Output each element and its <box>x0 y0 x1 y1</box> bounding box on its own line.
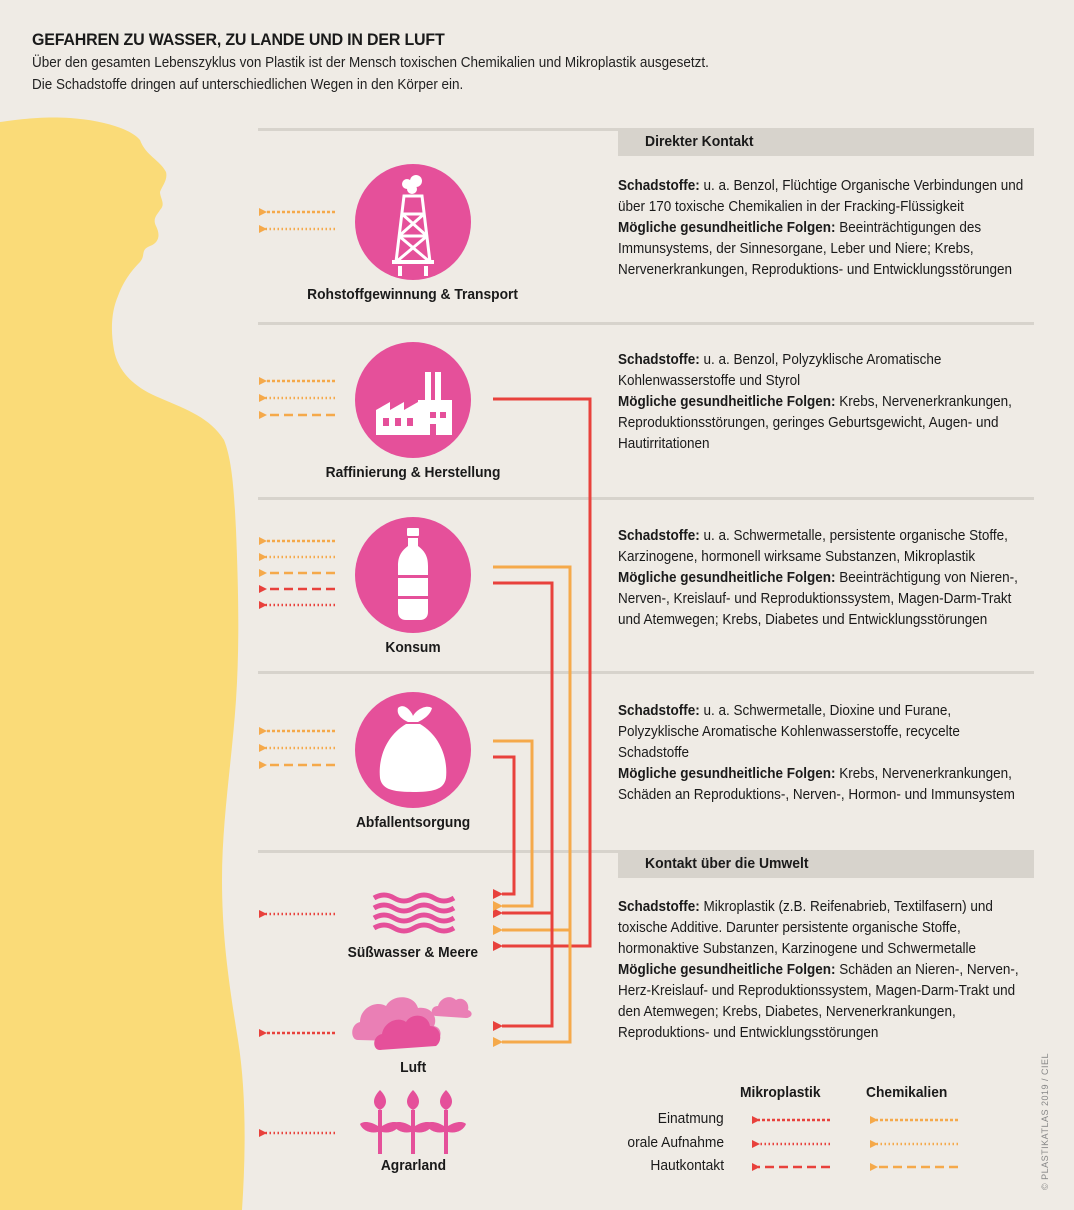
stage-label-extraction: Rohstoffgewinnung & Transport <box>307 286 519 303</box>
environment-connectors <box>493 397 592 1047</box>
subtitle-line-1: Über den gesamten Lebenszyklus von Plast… <box>32 55 709 71</box>
factory-icon <box>376 372 452 435</box>
clouds-icon <box>352 997 472 1050</box>
legend-header-chemicals: Chemikalien <box>866 1084 948 1101</box>
stage-circle <box>355 342 471 458</box>
subtitle-line-2: Die Schadstoffe dringen auf unterschiedl… <box>32 77 464 93</box>
section-header-direct: Direkter Kontakt <box>618 128 1034 156</box>
stage-label-refining: Raffinierung & Herstellung <box>325 464 501 481</box>
legend-row-oral: orale Aufnahme <box>627 1134 724 1151</box>
connector-chemicals <box>493 739 534 911</box>
exposure-arrows <box>259 208 335 1137</box>
trash-bag-icon <box>379 706 447 792</box>
divider-rule <box>258 671 1034 674</box>
plants-icon <box>360 1090 466 1154</box>
legend-row-inhalation: Einatmung <box>658 1110 724 1127</box>
human-figure-shape <box>0 117 245 1210</box>
divider-rule <box>258 497 1034 500</box>
info-block-extraction: Schadstoffe: u. a. Benzol, Flüchtige Org… <box>618 177 1024 278</box>
stage-label-farmland: Agrarland <box>380 1157 446 1174</box>
copyright-note: © PLASTIKATLAS 2019 / CIEL <box>1040 1052 1050 1190</box>
section-header-environment: Kontakt über die Umwelt <box>618 850 1034 878</box>
divider-rule <box>258 322 1034 325</box>
stage-label-waste: Abfallentsorgung <box>355 814 471 831</box>
connector-microplastic <box>493 397 592 951</box>
oil-rig-icon <box>392 175 434 276</box>
connector-chemicals <box>493 565 572 935</box>
legend-lines <box>752 1116 958 1171</box>
info-block-environment: Schadstoffe: Mikroplastik (z.B. Reifenab… <box>618 898 1019 1041</box>
page-title: GEFAHREN ZU WASSER, ZU LANDE UND IN DER … <box>32 30 445 49</box>
legend-header-microplastic: Mikroplastik <box>740 1084 821 1101</box>
stage-label-air: Luft <box>399 1059 427 1076</box>
info-block-refining: Schadstoffe: u. a. Benzol, Polyzyklische… <box>618 351 1012 452</box>
info-block-consumption: Schadstoffe: u. a. Schwermetalle, persis… <box>618 527 1018 628</box>
legend-row-skin: Hautkontakt <box>650 1157 724 1174</box>
connector-microplastic <box>493 755 516 899</box>
stage-label-water: Süßwasser & Meere <box>347 944 479 961</box>
connector-microplastic <box>493 581 554 918</box>
stage-label-consumption: Konsum <box>385 639 441 656</box>
info-block-waste: Schadstoffe: u. a. Schwermetalle, Dioxin… <box>618 702 1015 803</box>
waves-icon <box>372 892 456 934</box>
bottle-icon <box>398 528 428 620</box>
